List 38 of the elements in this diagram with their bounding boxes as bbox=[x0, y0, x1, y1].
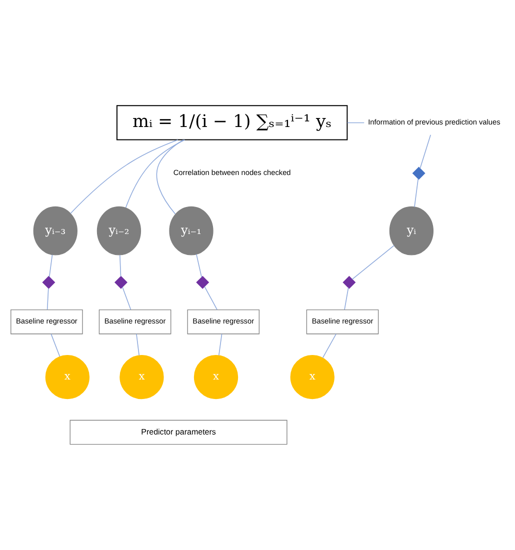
connector bbox=[70, 139, 178, 214]
node-circle: yᵢ bbox=[389, 206, 434, 256]
node-circle: x bbox=[194, 354, 238, 400]
connector bbox=[120, 254, 122, 277]
node-circle: x bbox=[290, 354, 334, 400]
connector bbox=[346, 122, 365, 124]
node-diamond bbox=[196, 276, 210, 289]
connector bbox=[156, 139, 184, 214]
connector bbox=[50, 334, 60, 357]
node-box: Baseline regressor bbox=[306, 309, 379, 334]
connector bbox=[414, 178, 419, 208]
connector bbox=[204, 286, 218, 310]
connector bbox=[196, 254, 202, 278]
node-diamond bbox=[114, 276, 128, 289]
node-box: Baseline regressor bbox=[10, 309, 83, 334]
connector bbox=[136, 334, 140, 356]
node-circle: x bbox=[120, 354, 164, 400]
node-text: Information of previous prediction values bbox=[368, 118, 500, 127]
connector bbox=[218, 334, 222, 356]
node-box: Baseline regressor bbox=[98, 309, 172, 334]
connector bbox=[420, 134, 432, 169]
connector bbox=[352, 245, 394, 280]
connector bbox=[344, 287, 349, 310]
node-diamond bbox=[412, 166, 426, 180]
connector bbox=[122, 286, 132, 310]
node-diamond bbox=[42, 276, 56, 289]
connector bbox=[46, 288, 49, 310]
node-circle: x bbox=[45, 354, 90, 400]
node-box: mᵢ = 1/(i − 1) ∑ₛ₌₁ⁱ⁻¹ yₛ bbox=[116, 105, 348, 140]
connector bbox=[125, 139, 186, 208]
label: Correlation between nodes checked bbox=[173, 168, 291, 178]
node-box: Baseline regressor bbox=[187, 309, 260, 334]
connector bbox=[48, 254, 53, 278]
node-circle: yᵢ₋₁ bbox=[169, 206, 214, 256]
node-circle: yᵢ₋₂ bbox=[96, 206, 142, 256]
node-circle: yᵢ₋₃ bbox=[33, 206, 78, 256]
connector bbox=[322, 334, 337, 358]
node-diamond bbox=[342, 276, 356, 289]
